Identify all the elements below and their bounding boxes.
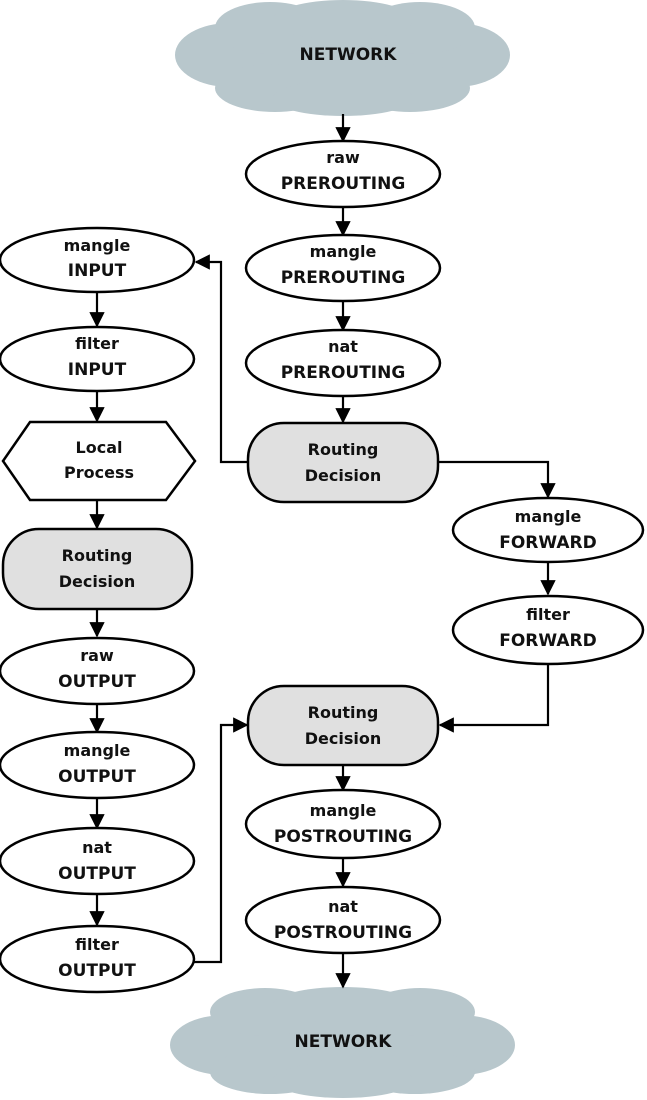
node-line2: POSTROUTING xyxy=(274,827,412,847)
node-nat-postrouting: nat POSTROUTING xyxy=(244,885,442,955)
node-line1: mangle xyxy=(310,242,377,261)
node-line1: nat xyxy=(82,838,112,857)
node-line1: mangle xyxy=(64,236,131,255)
node-routing-decision-1: Routing Decision xyxy=(246,421,440,504)
node-filter-output: filter OUTPUT xyxy=(0,924,196,994)
node-nat-prerouting: nat PREROUTING xyxy=(244,328,442,398)
node-line2: Decision xyxy=(59,572,136,591)
node-line2: PREROUTING xyxy=(281,268,406,288)
node-local-process: Local Process xyxy=(1,420,197,502)
node-line1: raw xyxy=(326,148,360,167)
node-line1: Routing xyxy=(308,703,379,722)
node-mangle-output: mangle OUTPUT xyxy=(0,730,196,800)
node-line2: PREROUTING xyxy=(281,363,406,383)
node-routing-decision-3: Routing Decision xyxy=(246,684,440,767)
network-bottom-label: NETWORK xyxy=(295,1032,393,1052)
node-line2: INPUT xyxy=(68,261,127,281)
node-line1: Routing xyxy=(62,546,133,565)
edge-routing-to-mangle-forward xyxy=(438,460,556,499)
node-mangle-postrouting: mangle POSTROUTING xyxy=(244,788,442,860)
edge-routing-to-mangle-input xyxy=(194,254,248,464)
node-line1: Local xyxy=(76,438,123,457)
edge-filter-forward-to-routing xyxy=(438,664,550,733)
node-filter-input: filter INPUT xyxy=(0,325,196,393)
node-line2: FORWARD xyxy=(499,533,597,553)
node-line1: nat xyxy=(328,337,358,356)
node-line2: OUTPUT xyxy=(58,767,136,787)
node-mangle-prerouting: mangle PREROUTING xyxy=(244,233,442,303)
node-line1: raw xyxy=(80,646,114,665)
cloud-top-shape xyxy=(175,0,510,116)
node-line1: mangle xyxy=(515,507,582,526)
node-mangle-input: mangle INPUT xyxy=(0,226,196,294)
node-line1: Routing xyxy=(308,440,379,459)
node-line1: filter xyxy=(75,935,119,954)
node-filter-forward: filter FORWARD xyxy=(451,594,645,666)
network-top-label: NETWORK xyxy=(300,45,398,65)
cloud-bottom-shape xyxy=(170,987,515,1098)
node-line2: Decision xyxy=(305,466,382,485)
node-raw-output: raw OUTPUT xyxy=(0,636,196,706)
network-cloud-bottom: NETWORK xyxy=(170,987,515,1098)
edges xyxy=(89,114,556,989)
node-line2: OUTPUT xyxy=(58,961,136,981)
node-raw-prerouting: raw PREROUTING xyxy=(244,139,442,209)
node-line2: INPUT xyxy=(68,360,127,380)
node-line2: OUTPUT xyxy=(58,864,136,884)
node-line2: Process xyxy=(64,463,134,482)
node-line1: mangle xyxy=(64,741,131,760)
node-line2: Decision xyxy=(305,729,382,748)
node-mangle-forward: mangle FORWARD xyxy=(451,496,645,564)
node-line1: filter xyxy=(526,605,570,624)
node-line1: filter xyxy=(75,334,119,353)
node-line2: PREROUTING xyxy=(281,174,406,194)
node-line1: mangle xyxy=(310,801,377,820)
network-cloud-top: NETWORK xyxy=(175,0,510,116)
node-line2: POSTROUTING xyxy=(274,923,412,943)
node-line2: FORWARD xyxy=(499,631,597,651)
edge-filter-output-to-routing xyxy=(194,717,249,964)
node-line2: OUTPUT xyxy=(58,672,136,692)
node-line1: nat xyxy=(328,897,358,916)
node-routing-decision-2: Routing Decision xyxy=(1,527,194,611)
node-nat-output: nat OUTPUT xyxy=(0,826,196,896)
